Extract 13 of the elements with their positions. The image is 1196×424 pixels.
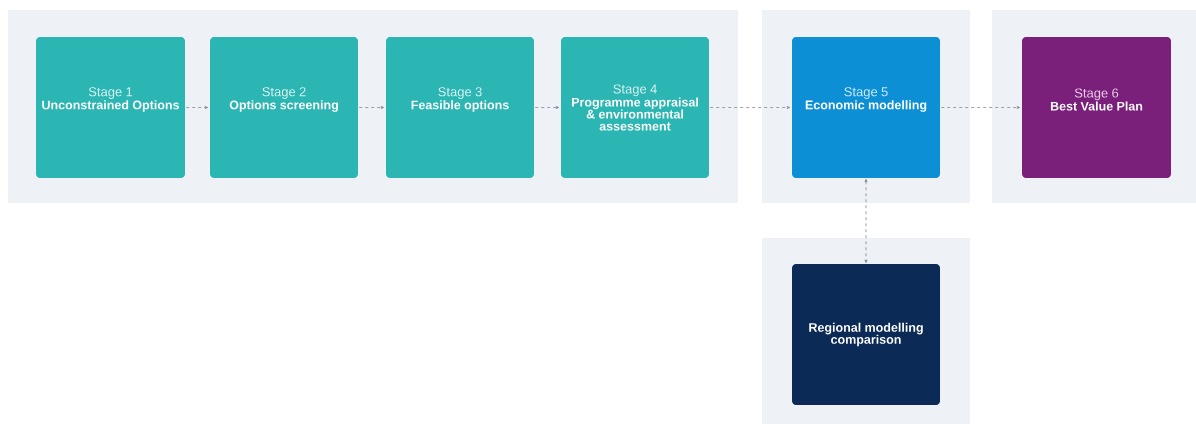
stage-box: Stage 2 Options screening bbox=[210, 37, 358, 178]
arrow bbox=[185, 106, 209, 109]
stage-box: Regional modelling comparison bbox=[792, 264, 940, 405]
arrow bbox=[864, 178, 868, 264]
stage-box: Stage 5 Economic modelling bbox=[792, 37, 940, 178]
stage-box: Stage 3 Feasible options bbox=[386, 37, 534, 178]
stage-box: Stage 6 Best Value Plan bbox=[1022, 37, 1171, 178]
stage-box: Stage 4 Programme appraisal & environmental assessment bbox=[561, 37, 709, 178]
arrow bbox=[534, 106, 560, 109]
arrow bbox=[709, 106, 791, 109]
arrow bbox=[940, 106, 1021, 109]
stage-box: Stage 1 Unconstrained Options bbox=[36, 37, 185, 178]
arrow bbox=[358, 106, 385, 109]
